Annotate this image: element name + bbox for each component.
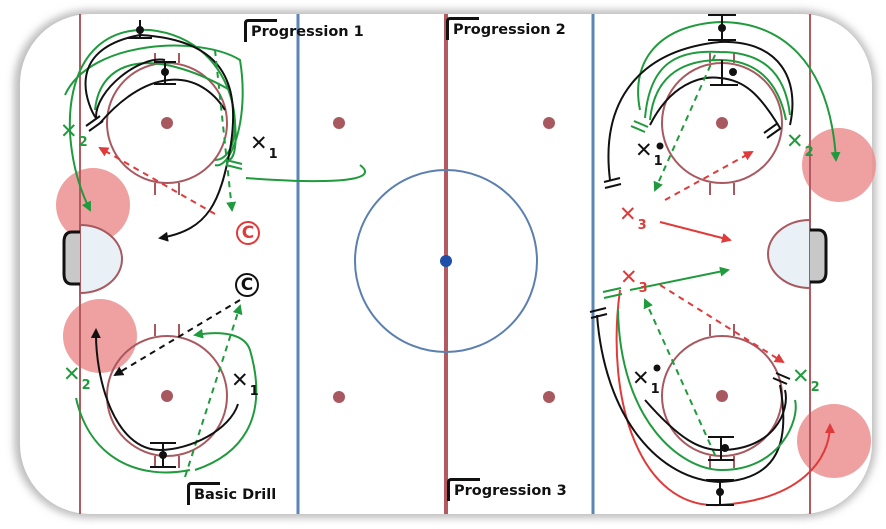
player-x2-progression-3: ✕2 (792, 364, 820, 395)
progression-2-label: Progression 2 (446, 17, 566, 40)
progression-1-paths (64, 28, 366, 242)
progression-3-label: Progression 3 (447, 478, 567, 501)
player-x2-progression-2: ✕2 (786, 129, 814, 160)
progression-3-paths (596, 266, 835, 507)
left-goal (62, 223, 123, 295)
basic-drill-puck (150, 442, 176, 468)
player-x1-progression-2: ✕1 (635, 138, 663, 169)
basic-drill-label: Basic Drill (187, 482, 276, 505)
player-x1-progression-3: ✕1 (632, 366, 660, 397)
basic-drill-paths (75, 299, 258, 478)
center-dot (440, 255, 452, 267)
center-circle (354, 169, 538, 353)
coach-basic-drill: C (235, 273, 259, 297)
progression-1-label: Progression 1 (244, 19, 364, 42)
player-x3-progression-3: ✕3 (620, 265, 648, 296)
progression-3-pucks (589, 287, 791, 506)
player-x1-progression-1: ✕1 (250, 131, 278, 162)
coach-progression-1: C (236, 221, 260, 245)
neutral-zone-dots (333, 117, 555, 403)
player-x3-progression-2: ✕3 (619, 202, 647, 233)
player-x2-basic-drill: ✕2 (63, 362, 91, 393)
blue-lines (296, 14, 595, 514)
player-x1-basic-drill: ✕1 (231, 368, 259, 399)
progression-2-pucks (603, 14, 782, 189)
progression-1-pucks (85, 20, 243, 170)
right-goal (767, 218, 828, 290)
faceoff-dots (161, 117, 728, 402)
player-x2-progression-1: ✕2 (60, 119, 88, 150)
progression-2-paths (607, 20, 841, 243)
